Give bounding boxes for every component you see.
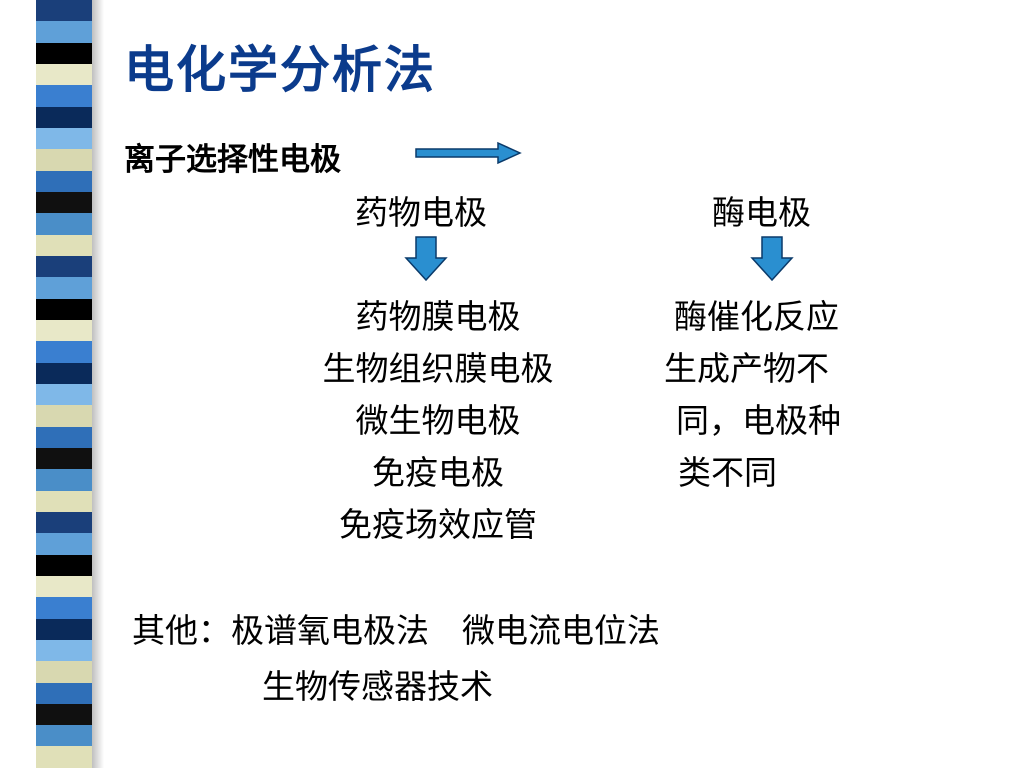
stripe-segment: [36, 298, 92, 320]
slide-title: 电化学分析法: [124, 41, 436, 99]
stripe-segment: [36, 575, 92, 598]
stripe-segment: [36, 746, 92, 768]
stripe-segment: [36, 213, 92, 235]
stripe-segment: [36, 85, 92, 107]
left-list-item: 免疫电极: [372, 453, 504, 492]
stripe-segment: [36, 533, 92, 555]
stripe-segment: [36, 234, 92, 256]
stripe-segment: [36, 63, 92, 86]
stripe-segment: [36, 618, 92, 640]
left-list-item: 免疫场效应管: [339, 505, 537, 544]
right-list-item: 同，电极种: [676, 401, 841, 440]
left-list-item: 生物组织膜电极: [322, 349, 554, 388]
stripe-segment: [36, 682, 92, 704]
others-line: 其他：极谱氧电极法 微电流电位法: [132, 611, 660, 650]
biosensor-line: 生物传感器技术: [262, 667, 493, 706]
stripe-segment: [36, 42, 92, 64]
arrow-right-icon: [415, 141, 522, 165]
stripe-segment: [36, 597, 92, 619]
stripe-segment: [36, 383, 92, 406]
left-list-item: 药物膜电极: [355, 297, 521, 336]
stripe-shadow: [92, 0, 104, 768]
stripe-segment: [36, 341, 92, 363]
stripe-segment: [36, 490, 92, 512]
stripe-segment: [36, 639, 92, 662]
decorative-stripe-band: [36, 0, 92, 768]
drug-electrode-label: 药物电极: [355, 193, 487, 232]
left-list-item: 微生物电极: [355, 401, 521, 440]
right-list-item: 类不同: [678, 453, 777, 492]
stripe-segment: [36, 469, 92, 491]
stripe-segment: [36, 255, 92, 278]
stripe-segment: [36, 362, 92, 384]
stripe-segment: [36, 127, 92, 150]
stripe-segment: [36, 149, 92, 171]
stripe-segment: [36, 661, 92, 683]
stripe-segment: [36, 405, 92, 427]
stripe-segment: [36, 106, 92, 128]
stripe-segment: [36, 426, 92, 448]
stripe-segment: [36, 554, 92, 576]
stripe-segment: [36, 0, 92, 22]
right-list-item: 生成产物不: [664, 349, 829, 388]
stripe-segment: [36, 21, 92, 43]
arrow-down-icon: [750, 236, 794, 282]
arrow-down-icon: [404, 236, 448, 282]
stripe-segment: [36, 191, 92, 214]
stripe-segment: [36, 447, 92, 470]
right-list-item: 酶催化反应: [674, 297, 839, 336]
stripe-segment: [36, 277, 92, 299]
stripe-segment: [36, 725, 92, 747]
stripe-segment: [36, 703, 92, 726]
stripe-segment: [36, 319, 92, 342]
enzyme-electrode-label: 酶电极: [712, 193, 811, 232]
stripe-segment: [36, 511, 92, 534]
ion-selective-electrode-label: 离子选择性电极: [124, 142, 341, 178]
stripe-segment: [36, 170, 92, 192]
